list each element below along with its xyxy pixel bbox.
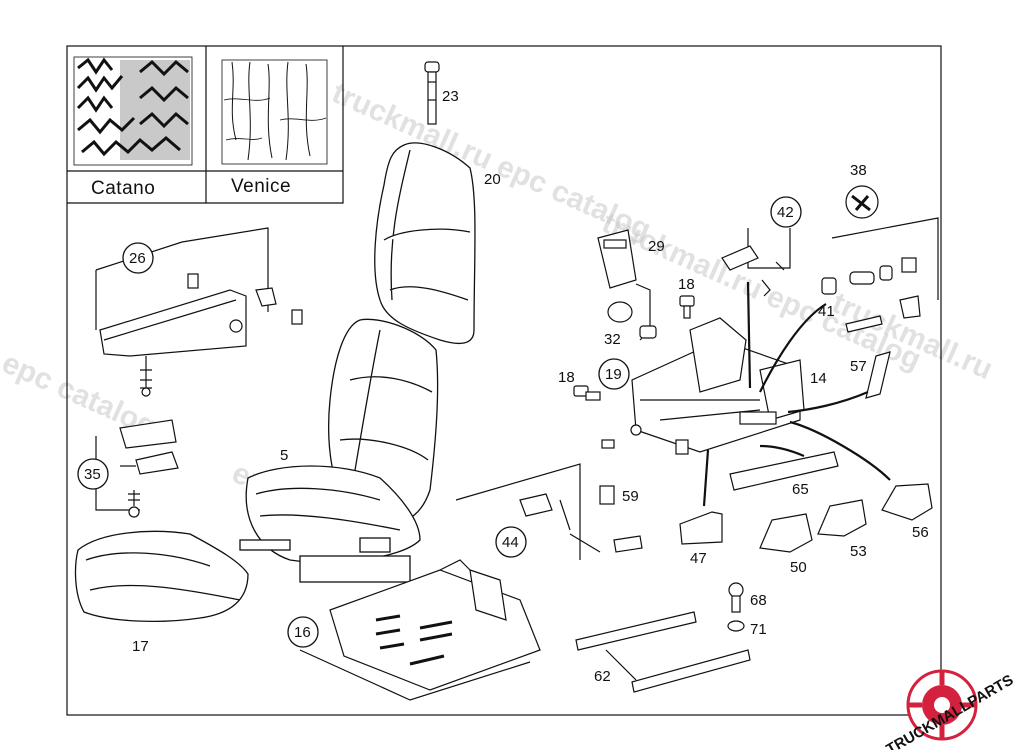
callout-circle-42: [770, 196, 802, 228]
part-label-47: 47: [690, 550, 707, 567]
bolt-18-drawing: [573, 295, 695, 401]
part-label-35: 35: [84, 466, 101, 483]
callout-circle-16: [287, 616, 319, 648]
part-labels: 23 20 26 5 35 17 16 29 18 32 19 18 42 38…: [77, 88, 929, 685]
part-label-50: 50: [790, 559, 807, 576]
part-label-23: 23: [442, 88, 459, 105]
assembly-arrows: [702, 281, 891, 507]
bracket-47-drawing: [679, 511, 723, 545]
diagram-frame: [66, 45, 942, 716]
part-label-18: 18: [558, 369, 575, 386]
part-label-42: 42: [777, 204, 794, 221]
fitting-parts-41-drawing: [821, 185, 939, 333]
bracket-56-drawing: [881, 483, 933, 521]
swatch-box: Catano Venice: [67, 46, 344, 204]
part-label-26: 26: [129, 250, 146, 267]
swatch-label-venice: Venice: [231, 176, 291, 197]
part-label-65: 65: [792, 481, 809, 498]
screw-68-drawing: [727, 582, 745, 632]
part-label-44: 44: [502, 534, 519, 551]
catano-fabric-pattern: [73, 56, 193, 166]
watermark: truckmall.ru epc catalog: [597, 206, 926, 377]
lever-35-drawing: [95, 419, 179, 518]
buckle-29-drawing: [597, 229, 657, 341]
callout-circle-44: [495, 526, 527, 558]
backrest-20-drawing: [374, 142, 476, 345]
cushion-17-drawing: [74, 530, 249, 623]
part-label-19: 19: [605, 366, 622, 383]
part-label-18: 18: [678, 276, 695, 293]
rails-62-drawing: [575, 611, 751, 693]
part-label-38: 38: [850, 162, 867, 179]
part-label-62: 62: [594, 668, 611, 685]
part-label-41: 41: [818, 303, 835, 320]
part-label-32: 32: [604, 331, 621, 348]
seat-5-drawing: [239, 318, 439, 583]
bracket-53-drawing: [817, 499, 867, 537]
part-label-29: 29: [648, 238, 665, 255]
part-label-53: 53: [850, 543, 867, 560]
part-label-59: 59: [622, 488, 639, 505]
bolt-23-drawing: [424, 61, 440, 125]
cover-57-drawing: [865, 351, 891, 399]
part-label-17: 17: [132, 638, 149, 655]
part-label-57: 57: [850, 358, 867, 375]
base-mechanism-14-drawing: [630, 317, 805, 455]
part-label-5: 5: [280, 447, 288, 464]
truckmallparts-logo: TRUCKMALLPARTS: [883, 669, 1016, 755]
part-label-14: 14: [810, 370, 827, 387]
callout-circle-26: [122, 242, 154, 274]
callout-circle-35: [77, 458, 109, 490]
rail-65-drawing: [729, 451, 839, 491]
part-label-20: 20: [484, 171, 501, 188]
part-label-16: 16: [294, 624, 311, 641]
clip-59-drawing: [455, 439, 643, 560]
part-label-68: 68: [750, 592, 767, 609]
venice-fabric-pattern: [221, 59, 328, 165]
bracket-42-drawing: [721, 228, 791, 297]
seat-frame-16-drawing: [299, 559, 541, 701]
bracket-50-drawing: [759, 513, 813, 553]
swatch-label-catano: Catano: [91, 178, 155, 199]
part-label-56: 56: [912, 524, 929, 541]
callout-circle-19: [598, 358, 630, 390]
part-label-71: 71: [750, 621, 767, 638]
